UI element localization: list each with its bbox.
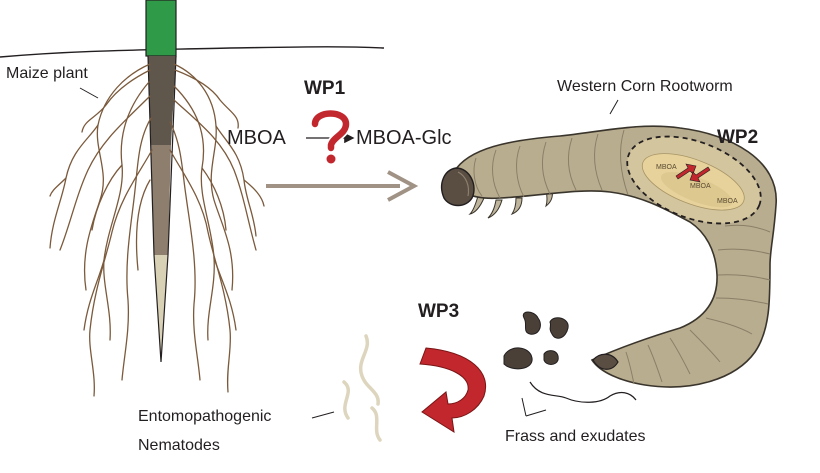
gut-mboa-label: MBOA	[690, 183, 711, 190]
exudate-trail	[529, 381, 637, 403]
frass-label-leader-2	[525, 409, 547, 417]
wp3-label: WP3	[418, 301, 460, 322]
maize-taproot	[147, 55, 177, 363]
soil-surface-line	[0, 46, 385, 58]
gut-highlight	[626, 135, 762, 225]
maize-label-leader	[79, 87, 99, 99]
larva-tail-tip	[592, 353, 619, 370]
maize-root-system	[49, 63, 265, 397]
larva-head	[440, 167, 475, 207]
gut-transport-arrows	[675, 163, 711, 183]
larva-segments	[473, 129, 771, 385]
gut-mboa-label: MBOA	[656, 164, 677, 171]
rootworm-label-leader	[609, 99, 619, 115]
gut-mboa-label: MBOA	[717, 198, 738, 205]
gray-arrow-icon	[266, 170, 419, 202]
nematode-label-leader	[311, 411, 335, 419]
maize-stem	[145, 0, 177, 57]
nematodes-label-line1: Entomopathogenic	[138, 408, 272, 425]
substrate-label: MBOA	[227, 127, 286, 149]
wp2-label: WP2	[717, 127, 759, 148]
curved-red-arrow-icon	[419, 347, 487, 433]
frass-label: Frass and exudates	[505, 428, 646, 445]
rootworm-label: Western Corn Rootworm	[557, 78, 733, 95]
frass-particles	[503, 311, 569, 370]
frass-label-leader	[521, 397, 527, 417]
maize-plant-label: Maize plant	[6, 65, 88, 82]
nematodes	[342, 334, 382, 442]
product-label: MBOA-Glc	[356, 127, 452, 149]
nematodes-label-line2: Nematodes	[138, 437, 220, 454]
wp1-label: WP1	[304, 78, 346, 99]
question-mark-icon	[310, 108, 352, 164]
